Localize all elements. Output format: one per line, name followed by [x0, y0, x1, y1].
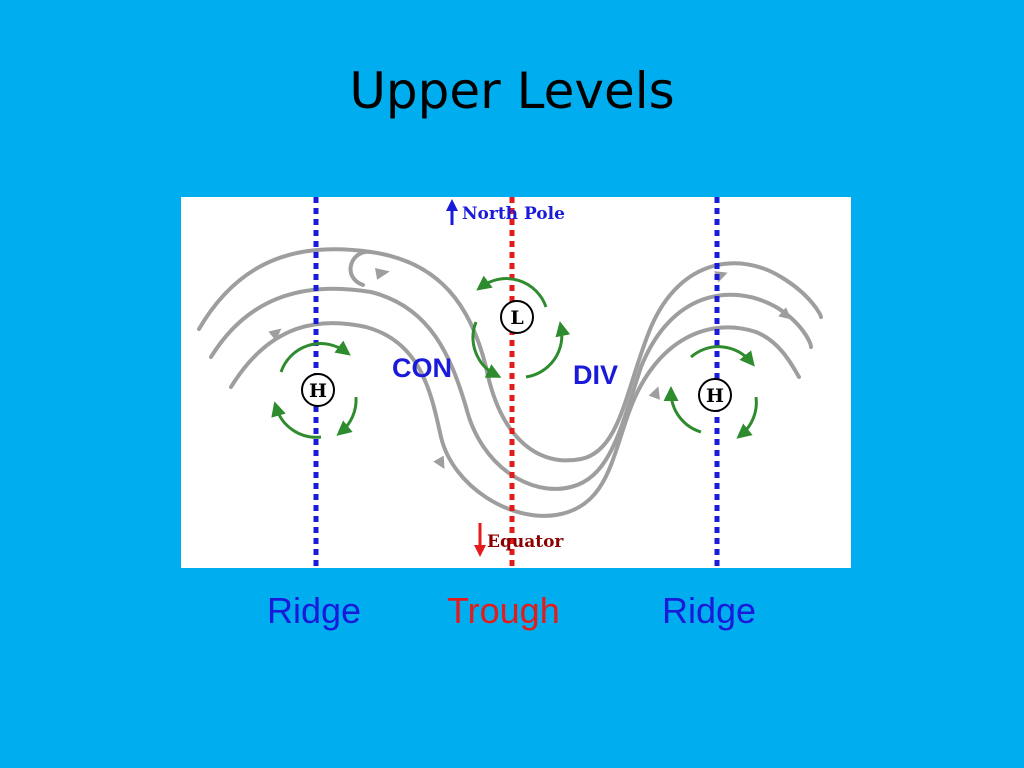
low-pressure-circle-icon [500, 300, 534, 334]
flow-arrowhead [268, 328, 282, 341]
high-pressure-circulation-right [663, 345, 758, 439]
circulation-arrow [279, 340, 351, 373]
circulation-arrow [336, 396, 358, 436]
ridge-caption-left: Ridge [267, 590, 362, 631]
streamline-outer [197, 247, 823, 463]
circulation-arrow [690, 345, 755, 367]
low-pressure-circulation [471, 275, 571, 379]
trough-caption: Trough [447, 590, 560, 631]
low-pressure-symbol: L [500, 300, 534, 334]
diagram-panel: North Pole Equator L H [181, 197, 851, 568]
streamline-inner-left-tail [348, 249, 373, 287]
flow-arrowhead [375, 267, 390, 280]
high-pressure-circle-icon [698, 378, 732, 412]
high-pressure-symbol-left: H [301, 373, 335, 407]
jet-stream-diagram: North Pole Equator L H [197, 197, 823, 568]
flow-arrowhead [433, 455, 445, 470]
flow-arrowhead [778, 307, 792, 320]
low-pressure-letter: L [510, 307, 523, 329]
circulation-arrow [271, 401, 322, 439]
circulation-arrow [471, 321, 502, 378]
circulation-arrow [525, 321, 571, 379]
high-pressure-symbol-right: H [698, 378, 732, 412]
streamline-inner [229, 321, 801, 518]
convergence-label: CON [392, 353, 452, 383]
high-pressure-circulation-left [271, 340, 358, 439]
streamline-middle [209, 286, 813, 491]
ridge-caption-right: Ridge [662, 590, 757, 631]
equator-indicator: Equator [474, 523, 564, 557]
high-pressure-letter-left: H [309, 380, 327, 402]
north-pole-label: North Pole [462, 204, 565, 224]
high-pressure-letter-right: H [706, 385, 724, 407]
divergence-label: DIV [573, 360, 618, 390]
flow-streamlines [197, 247, 823, 518]
circulation-arrow [663, 386, 702, 434]
equator-label: Equator [487, 532, 564, 552]
north-pole-indicator: North Pole [446, 199, 565, 225]
high-pressure-circle-icon [301, 373, 335, 407]
circulation-arrow [736, 396, 758, 439]
circulation-arrow [476, 275, 548, 308]
slide-title: Upper Levels [349, 62, 675, 120]
flow-arrowhead [648, 386, 660, 400]
